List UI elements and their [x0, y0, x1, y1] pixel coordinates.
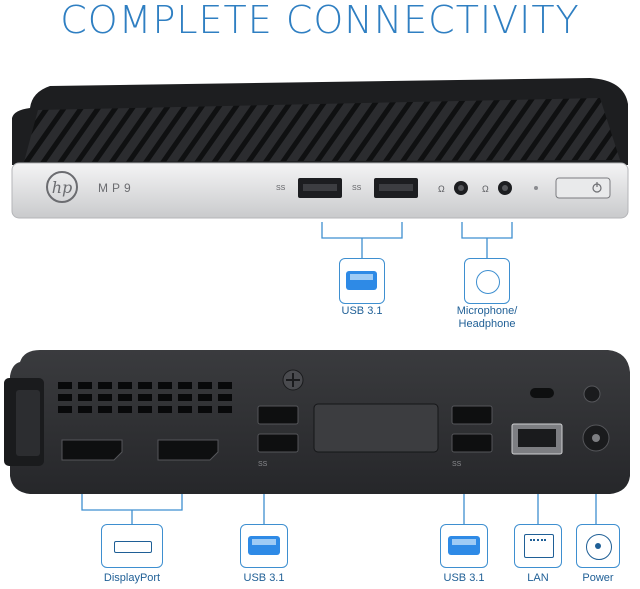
displayport-label: DisplayPort	[103, 572, 161, 584]
front-usb-port-left: SS	[276, 178, 342, 198]
power-label: Power	[582, 572, 614, 584]
usb-port-icon	[339, 258, 385, 304]
rear-unit: SS SS	[4, 350, 630, 494]
displayport-1	[61, 439, 123, 461]
lan-port-icon	[514, 524, 562, 568]
front-audio-jacks: Ω Ω	[438, 181, 512, 195]
lan-label: LAN	[527, 572, 549, 584]
page-title: COMPLETE CONNECTIVITY	[60, 0, 580, 42]
ss-logo-front-1: SS	[276, 185, 286, 192]
front-usb-label: USB 3.1	[341, 305, 383, 317]
hp-logo-icon: hp	[46, 171, 78, 203]
displayport-2	[157, 439, 219, 461]
front-unit: hp MP9 SS SS Ω Ω	[11, 78, 629, 219]
rear-usb-right: SS	[451, 405, 493, 468]
ss-logo-front-2: SS	[352, 185, 362, 192]
power-button-icon	[555, 177, 611, 199]
front-audio-label: Microphone/ Headphone	[456, 305, 518, 330]
rear-callout-lines	[81, 494, 597, 524]
lan-port	[511, 423, 563, 455]
usb-port-icon	[240, 524, 288, 568]
rear-usb-left-label: USB 3.1	[243, 572, 285, 584]
power-jack	[582, 424, 610, 452]
svg-text:Ω: Ω	[482, 184, 489, 194]
power-jack-icon	[576, 524, 620, 568]
front-usb-port-right: SS	[352, 178, 418, 198]
hp-logo-text: hp	[52, 178, 73, 197]
rear-usb-right-label: USB 3.1	[443, 572, 485, 584]
svg-text:Ω: Ω	[438, 184, 445, 194]
displayport-icon	[101, 524, 163, 568]
front-callout-lines	[321, 222, 513, 258]
usb-port-icon	[440, 524, 488, 568]
rear-usb-left: SS	[257, 405, 299, 468]
rear-vent	[58, 382, 232, 413]
model-name: MP9	[98, 181, 135, 195]
audio-jack-icon	[464, 258, 510, 304]
ss-logo-rear-2: SS	[452, 461, 462, 468]
ss-logo-rear-1: SS	[258, 461, 268, 468]
